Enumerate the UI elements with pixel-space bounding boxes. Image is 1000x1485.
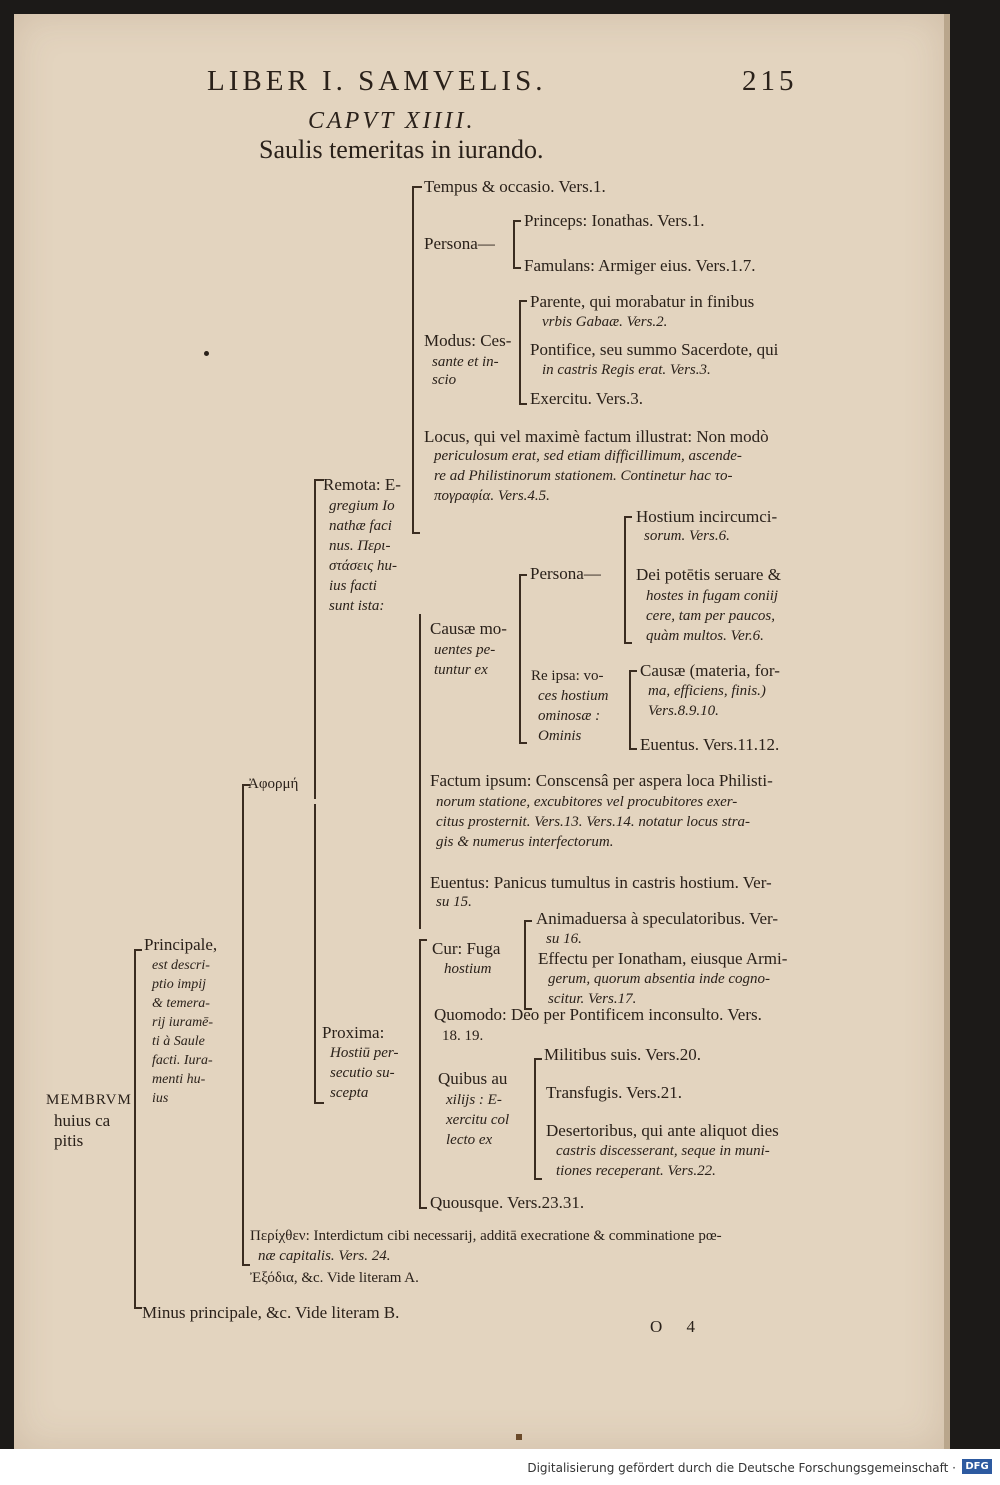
- tempus-entry: Tempus & occasio. Vers.1.: [424, 177, 606, 196]
- principale-line-4: & temera-: [152, 996, 210, 1011]
- desertoribus-line-2: castris discesserant, seque in muni-: [556, 1143, 770, 1159]
- pontifice-line-1: Pontifice, seu summo Sacerdote, qui: [530, 340, 779, 359]
- proxima-line-1: Proxima:: [322, 1023, 385, 1042]
- membrum-line-2: huius ca: [54, 1111, 111, 1130]
- causae-line-3: tuntur ex: [434, 662, 488, 678]
- remota-line-6: ius facti: [329, 578, 377, 594]
- persona2-label: Persona—: [530, 564, 601, 583]
- pontifice-line-2: in castris Regis erat. Vers.3.: [542, 362, 711, 378]
- euentus-line-1: Euentus: Panicus tumultus in castris hos…: [430, 873, 772, 892]
- remota-line-5: στάσεις hu-: [329, 558, 397, 574]
- aphorme-label: Ἀφορμή: [248, 776, 299, 792]
- page-number: 215: [742, 65, 798, 97]
- remota-line-4: nus. Περι-: [329, 538, 391, 554]
- persona-label: Persona—: [424, 234, 495, 253]
- principale-line-5: rij iuramē-: [152, 1015, 214, 1030]
- dfg-logo-icon: DFG: [962, 1459, 992, 1474]
- chapter-heading: CAPVT XIIII.: [308, 108, 476, 134]
- causae2-line-2: ma, efficiens, finis.): [648, 683, 766, 699]
- exercitu-entry: Exercitu. Vers.3.: [530, 389, 643, 408]
- modus-label-1: Modus: Ces-: [424, 331, 512, 350]
- remota-line-1: Remota: E-: [323, 475, 401, 494]
- desertoribus-line-3: tiones receperant. Vers.22.: [556, 1163, 716, 1179]
- prachthen-line-1: Περίχθεν: Interdictum cibi necessarij, a…: [250, 1228, 722, 1244]
- factum-line-3: citus prosternit. Vers.13. Vers.14. nota…: [436, 814, 751, 830]
- remota-line-7: sunt ista:: [329, 598, 385, 614]
- principale-line-8: menti hu-: [152, 1072, 206, 1087]
- cur-line-1: Cur: Fuga: [432, 939, 501, 958]
- re-ipsa-line-2: ces hostium: [538, 688, 609, 704]
- desertoribus-line-1: Desertoribus, qui ante aliquot dies: [546, 1121, 779, 1140]
- quibus-line-4: lecto ex: [446, 1132, 493, 1148]
- dei-line-1: Dei potētis seruare &: [636, 565, 781, 584]
- causae2-line-1: Causæ (materia, for-: [640, 661, 780, 680]
- minus-principale-entry: Minus principale, &c. Vide literam B.: [142, 1303, 400, 1322]
- quousque-entry: Quousque. Vers.23.31.: [430, 1193, 585, 1212]
- dei-line-4: quàm multos. Ver.6.: [646, 628, 764, 644]
- quomodo-line-2: 18. 19.: [442, 1028, 484, 1044]
- page-subtitle: Saulis temeritas in iurando.: [259, 135, 544, 164]
- modus-label-2: sante et in-: [432, 354, 499, 370]
- principale-line-7: facti. Iura-: [152, 1053, 213, 1068]
- re-ipsa-line-3: ominosæ :: [538, 708, 601, 724]
- proxima-line-2: Hostiū per-: [330, 1045, 399, 1061]
- euentus-line-2: su 15.: [436, 894, 472, 910]
- ink-speck: [516, 1434, 522, 1440]
- signature-mark: O 4: [650, 1317, 706, 1336]
- proxima-line-3: secutio su-: [330, 1065, 395, 1081]
- locus-line-3: re ad Philistinorum stationem. Continetu…: [434, 468, 733, 484]
- causae2-line-3: Vers.8.9.10.: [648, 703, 719, 719]
- locus-line-1: Locus, qui vel maximè factum illustrat: …: [424, 427, 769, 446]
- parente-line-1: Parente, qui morabatur in finibus: [530, 292, 755, 311]
- principale-line-2: est descri-: [152, 958, 210, 973]
- digitization-footer: Digitalisierung gefördert durch die Deut…: [0, 1449, 1000, 1485]
- hostium-line-2: sorum. Vers.6.: [644, 528, 730, 544]
- transfugis-entry: Transfugis. Vers.21.: [546, 1083, 683, 1102]
- prachthen-line-2: næ capitalis. Vers. 24.: [258, 1248, 391, 1264]
- running-title: LIBER I. SAMVELIS.: [207, 65, 547, 97]
- principale-line-9: ius: [152, 1091, 169, 1106]
- re-ipsa-line-4: Ominis: [538, 728, 582, 744]
- factum-line-2: norum statione, excubitores vel procubit…: [436, 794, 738, 810]
- dei-line-3: cere, tam per paucos,: [646, 608, 775, 624]
- modus-label-3: scio: [432, 372, 457, 388]
- animaduersa-line-2: su 16.: [546, 931, 582, 947]
- princeps-entry: Princeps: Ionathas. Vers.1.: [524, 211, 705, 230]
- euentus2-entry: Euentus. Vers.11.12.: [640, 735, 780, 754]
- funding-note: Digitalisierung gefördert durch die Deut…: [527, 1461, 956, 1475]
- cur-line-2: hostium: [444, 961, 492, 977]
- effectu-line-3: scitur. Vers.17.: [548, 991, 637, 1007]
- ink-dot: [204, 351, 209, 356]
- effectu-line-2: gerum, quorum absentia inde cogno-: [548, 971, 771, 987]
- remota-line-3: nathæ faci: [329, 518, 392, 534]
- animaduersa-line-1: Animaduersa à speculatoribus. Ver-: [536, 909, 778, 928]
- book-page: LIBER I. SAMVELIS. 215 CAPVT XIIII. Saul…: [14, 14, 950, 1449]
- hostium-line-1: Hostium incircumci-: [636, 507, 778, 526]
- quibus-line-2: xilijs : E-: [446, 1092, 502, 1108]
- quibus-line-1: Quibus au: [438, 1069, 508, 1088]
- parente-line-2: vrbis Gabaæ. Vers.2.: [542, 314, 668, 330]
- factum-line-1: Factum ipsum: Conscensâ per aspera loca …: [430, 771, 773, 790]
- causae-line-2: uentes pe-: [434, 642, 496, 658]
- dei-line-2: hostes in fugam coniij: [646, 588, 779, 604]
- principale-line-3: ptio impij: [152, 977, 207, 992]
- remota-line-2: gregium Io: [329, 498, 395, 514]
- quibus-line-3: xercitu col: [446, 1112, 510, 1128]
- effectu-line-1: Effectu per Ionatham, eiusque Armi-: [538, 949, 788, 968]
- principale-line-6: ti à Saule: [152, 1034, 205, 1049]
- militibus-entry: Militibus suis. Vers.20.: [544, 1045, 701, 1064]
- causae-line-1: Causæ mo-: [430, 619, 507, 638]
- locus-line-4: πογραφία. Vers.4.5.: [434, 488, 550, 504]
- locus-line-2: periculosum erat, sed etiam difficillimu…: [434, 448, 742, 464]
- quomodo-line-1: Quomodo: Deo per Pontificem inconsulto. …: [434, 1005, 762, 1024]
- membrum-line-3: pitis: [54, 1131, 84, 1150]
- exodia-entry: Ἐξόδια, &c. Vide literam A.: [250, 1270, 419, 1286]
- proxima-line-4: scepta: [330, 1085, 369, 1101]
- factum-line-4: gis & numerus interfectorum.: [436, 834, 614, 850]
- membrum-line-1: MEMBRVM: [46, 1092, 132, 1108]
- re-ipsa-line-1: Re ipsa: vo-: [531, 668, 604, 684]
- principale-line-1: Principale,: [144, 935, 218, 954]
- famulans-entry: Famulans: Armiger eius. Vers.1.7.: [524, 256, 756, 275]
